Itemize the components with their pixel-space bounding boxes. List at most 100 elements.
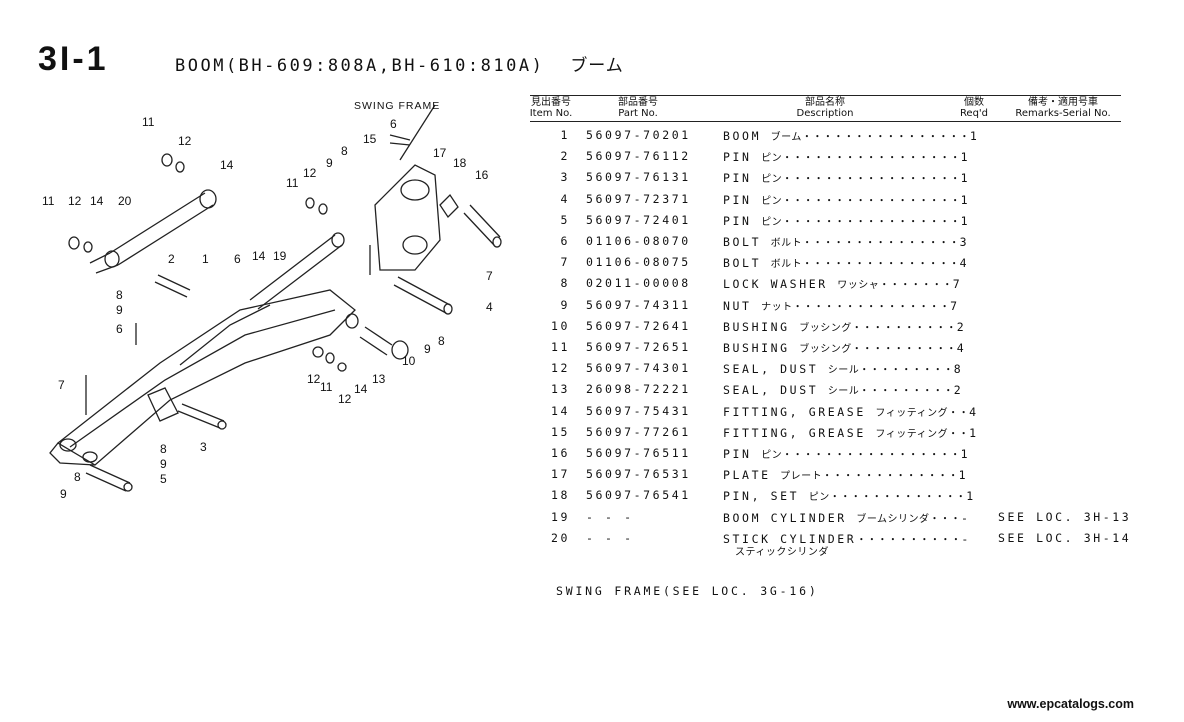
- leader-dots: ・・・・・・・・・・・・・・・: [792, 301, 951, 313]
- leader-dots: ・・・・・・・・・: [859, 365, 954, 377]
- item-no: 8: [560, 276, 570, 291]
- leader-dots: ・・・・・・・・・・: [856, 534, 962, 546]
- header-rule-bottom: [530, 121, 1121, 122]
- qty: 1: [960, 192, 971, 207]
- svg-text:14: 14: [90, 194, 104, 208]
- leader-dots: ・・・・・・・・・・・・・・・・・: [782, 153, 961, 165]
- description: SEAL, DUST シール・・・・・・・・・2: [723, 382, 963, 397]
- item-no: 17: [550, 467, 570, 482]
- leader-dots: ・・・・・・・: [879, 280, 953, 292]
- svg-text:8: 8: [74, 470, 81, 484]
- item-no: 11: [550, 340, 570, 354]
- part-no: 56097-70201: [586, 128, 691, 142]
- svg-text:11: 11: [286, 176, 299, 190]
- qty: 7: [950, 298, 960, 313]
- qty: 1: [969, 425, 979, 440]
- description-en: NUT: [723, 298, 752, 313]
- part-no: 02011-00008: [586, 276, 691, 291]
- description: PIN ピン・・・・・・・・・・・・・・・・・1: [723, 213, 970, 228]
- description: FITTING, GREASE フィッティング・・1: [723, 425, 979, 440]
- item-no: 15: [550, 424, 570, 439]
- qty: 4: [956, 341, 967, 355]
- description-en: PIN: [723, 447, 752, 461]
- svg-text:9: 9: [60, 487, 67, 501]
- leader-dots: ・・・・・・・・・・: [851, 344, 957, 355]
- boom-body: [56, 289, 356, 466]
- qty: 3: [959, 235, 970, 249]
- qty: 1: [958, 468, 969, 483]
- swing-frame-label: SWING FRAME: [354, 100, 440, 112]
- svg-text:10: 10: [402, 354, 416, 368]
- part-no: - - -: [586, 530, 634, 545]
- description-jp: ブームシリンダ: [856, 513, 930, 525]
- description-en: BUSHING: [723, 341, 790, 355]
- description: BUSHING ブッシング・・・・・・・・・・4: [723, 340, 966, 355]
- description: NUT ナット・・・・・・・・・・・・・・・7: [723, 298, 960, 313]
- header-rule-top: [530, 95, 1121, 96]
- description-jp: ブーム: [770, 132, 802, 143]
- svg-text:6: 6: [116, 322, 123, 336]
- description-en: SEAL, DUST: [723, 362, 819, 377]
- svg-text:12: 12: [68, 194, 82, 208]
- description: BUSHING ブッシング・・・・・・・・・・2: [723, 319, 966, 334]
- description: BOLT ボルト・・・・・・・・・・・・・・・3: [723, 234, 969, 249]
- description-en: STICK CYLINDER: [723, 531, 857, 546]
- leader-dots: ・・・・・・・・・・・・・: [822, 471, 959, 483]
- swing-frame-footnote: SWING FRAME(SEE LOC. 3G-16): [556, 584, 819, 598]
- description-jp: ブッシング: [799, 344, 852, 355]
- item-no: 2: [560, 149, 570, 164]
- qty: -: [961, 531, 971, 546]
- page-title: BOOM(BH-609:808A,BH-610:810A)ブーム: [175, 51, 624, 76]
- description-jp: ナット: [761, 301, 793, 313]
- svg-text:17: 17: [433, 146, 447, 160]
- description-en: PIN: [723, 150, 752, 165]
- leader-dots: ・・: [948, 428, 970, 440]
- qty: 1: [960, 150, 971, 165]
- description-en: BUSHING: [723, 319, 790, 334]
- description: LOCK WASHER ワッシャ・・・・・・・7: [723, 276, 962, 291]
- leader-dots: ・・・・・・・・・・: [851, 322, 957, 334]
- item-no: 20: [550, 530, 570, 545]
- description-jp: ブッシング: [799, 322, 852, 334]
- description-jp: フィッティング: [875, 428, 949, 440]
- svg-text:18: 18: [453, 156, 467, 170]
- description: PIN ピン・・・・・・・・・・・・・・・・・1: [723, 170, 970, 185]
- part-no: 01106-08075: [586, 255, 691, 270]
- description-en: PLATE: [723, 468, 771, 483]
- leader-dots: ・・・・・・・・・・・・・・・・: [801, 132, 970, 143]
- description-jp: ピン: [761, 216, 783, 228]
- part-no: 56097-72641: [586, 318, 691, 333]
- item-no: 5: [560, 212, 570, 227]
- item-no: 1: [560, 128, 570, 142]
- leader-dots: ・・・・・・・・・・・・・・・・・: [782, 216, 961, 228]
- svg-text:14: 14: [220, 158, 234, 172]
- svg-text:11: 11: [142, 115, 155, 129]
- item-no: 6: [560, 234, 570, 248]
- description-jp: ピン: [761, 195, 783, 207]
- part-no: 56097-75431: [586, 403, 691, 418]
- svg-text:12: 12: [178, 134, 192, 148]
- description-en: PIN: [723, 213, 752, 228]
- item-no: 3: [560, 170, 570, 185]
- svg-text:9: 9: [160, 457, 167, 471]
- qty: 1: [969, 129, 980, 143]
- description-jp: ピン: [761, 174, 783, 186]
- description-en: BOOM: [723, 129, 762, 143]
- svg-text:2: 2: [168, 252, 175, 266]
- description-en: PIN: [723, 171, 752, 186]
- description-en: FITTING, GREASE: [723, 425, 866, 440]
- svg-text:3: 3: [200, 440, 207, 454]
- leader-dots: ・・: [948, 407, 970, 419]
- description-jp: ピン: [761, 450, 783, 461]
- part-no: 56097-74311: [586, 297, 691, 312]
- qty: 1: [966, 489, 976, 504]
- svg-text:19: 19: [273, 249, 287, 263]
- description-en: BOOM CYLINDER: [723, 510, 847, 525]
- svg-text:6: 6: [234, 252, 241, 266]
- part-no: 56097-74301: [586, 361, 691, 376]
- svg-text:13: 13: [372, 372, 386, 386]
- svg-text:8: 8: [438, 334, 445, 348]
- leader-dots: ・・・・・・・・・・・・・: [829, 492, 967, 504]
- svg-text:16: 16: [475, 168, 489, 182]
